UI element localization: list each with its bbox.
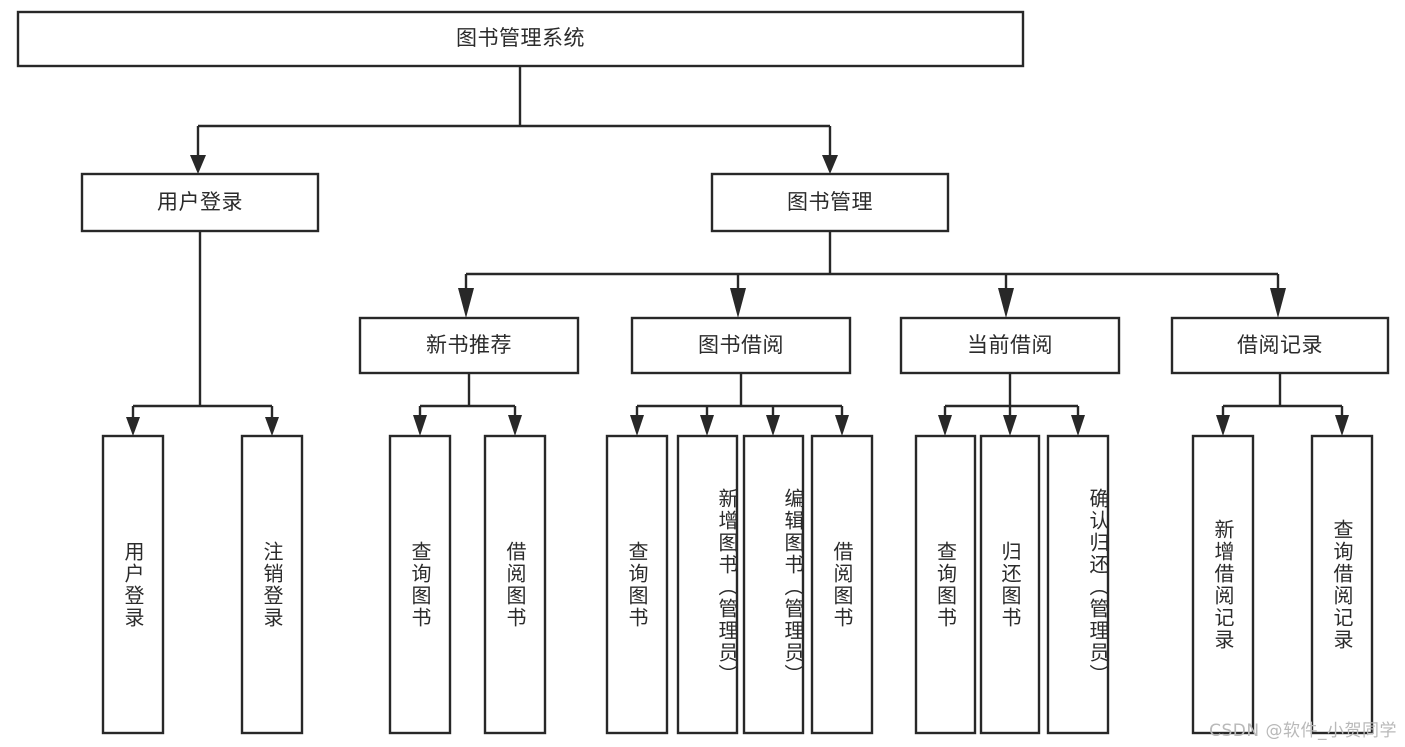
arrowhead-current-borrow-leaf-0 (938, 415, 952, 436)
node-box-leaf-current-borrow-2[interactable] (1046, 434, 1110, 735)
arrowhead-book-manage-to-book-borrow (730, 288, 746, 318)
arrowhead-current-borrow-leaf-1 (1003, 415, 1017, 436)
node-box-leaf-current-borrow-1[interactable] (979, 434, 1041, 735)
node-box-leaf-book-borrow-3[interactable] (810, 434, 874, 735)
node-box-leaf-book-borrow-2[interactable] (742, 434, 805, 735)
arrowhead-book-manage-to-current-borrow (998, 288, 1014, 318)
arrowhead-user-login-leaf-1 (265, 417, 279, 436)
arrowhead-book-manage-to-new-book (458, 288, 474, 318)
node-box-leaf-user-login-1[interactable] (240, 434, 304, 735)
node-box-borrow-record[interactable] (1170, 316, 1390, 375)
node-box-leaf-user-login-0[interactable] (101, 434, 165, 735)
node-box-leaf-book-borrow-1[interactable] (676, 434, 739, 735)
node-box-user-login[interactable] (80, 172, 320, 233)
node-box-leaf-new-book-0[interactable] (388, 434, 452, 735)
node-box-leaf-new-book-1[interactable] (483, 434, 547, 735)
arrowhead-borrow-record-leaf-1 (1335, 415, 1349, 436)
arrowhead-book-borrow-leaf-2 (766, 415, 780, 436)
arrowhead-new-book-leaf-0 (413, 415, 427, 436)
arrowhead-current-borrow-leaf-2 (1071, 415, 1085, 436)
arrowhead-root-to-user-login (190, 155, 206, 174)
arrowhead-book-borrow-leaf-0 (630, 415, 644, 436)
arrowhead-borrow-record-leaf-0 (1216, 415, 1230, 436)
node-box-leaf-borrow-record-1[interactable] (1310, 434, 1374, 735)
node-box-book-manage[interactable] (710, 172, 950, 233)
csdn-watermark: CSDN @软件_小贺同学 (1209, 721, 1397, 741)
arrowhead-book-borrow-leaf-1 (700, 415, 714, 436)
arrowhead-user-login-leaf-0 (126, 417, 140, 436)
arrowhead-book-borrow-leaf-3 (835, 415, 849, 436)
arrowhead-book-manage-to-borrow-record (1270, 288, 1286, 318)
node-box-root[interactable] (16, 10, 1025, 68)
node-box-leaf-current-borrow-0[interactable] (914, 434, 977, 735)
arrowhead-root-to-book-manage (822, 155, 838, 174)
node-box-current-borrow[interactable] (899, 316, 1121, 375)
arrowhead-new-book-leaf-1 (508, 415, 522, 436)
node-box-new-book-recommend[interactable] (358, 316, 580, 375)
node-box-leaf-borrow-record-0[interactable] (1191, 434, 1255, 735)
node-box-leaf-book-borrow-0[interactable] (605, 434, 669, 735)
node-box-book-borrow[interactable] (630, 316, 852, 375)
